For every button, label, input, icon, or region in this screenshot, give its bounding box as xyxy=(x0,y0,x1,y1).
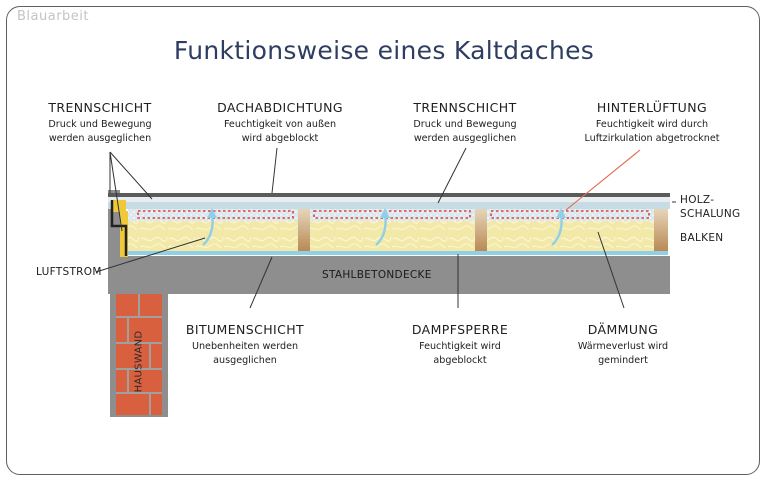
label-trennschicht-right: TRENNSCHICHT Druck und Bewegung werden a… xyxy=(380,100,550,146)
label-trennschicht-left: TRENNSCHICHT Druck und Bewegung werden a… xyxy=(15,100,185,146)
label-line: abgeblockt xyxy=(433,355,487,366)
label-line: gemindert xyxy=(598,355,648,366)
label-line: Unebenheiten werden xyxy=(191,341,299,352)
label-line: Druck und Bewegung xyxy=(413,119,517,130)
airflow-arrowheads xyxy=(207,208,566,218)
label-heading: TRENNSCHICHT xyxy=(48,100,152,115)
page-title: Funktionsweise eines Kaltdaches xyxy=(173,36,595,65)
edge-insulation xyxy=(112,200,126,212)
roof-membrane-layer xyxy=(108,193,670,197)
brand-logo: Blauarbeit xyxy=(17,9,90,24)
insulation-layer xyxy=(128,220,668,252)
label-hinterlueftung: HINTERLÜFTUNG Feuchtigkeit wird durch Lu… xyxy=(560,100,744,146)
label-line: Feuchtigkeit von außen xyxy=(223,119,337,130)
concrete-slab xyxy=(108,256,670,294)
label-daemmung: DÄMMUNG Wärmeverlust wird gemindert xyxy=(548,322,698,368)
ventilation-dashes xyxy=(137,210,650,219)
label-dampfsperre: DAMPFSPERRE Feuchtigkeit wird abgeblockt xyxy=(380,322,540,368)
vapor-barrier-layer xyxy=(128,251,668,255)
separation-layer xyxy=(108,202,670,209)
label-line: Feuchtigkeit wird xyxy=(419,341,501,352)
label-hauswand: HAUSWAND xyxy=(133,330,145,393)
bitumen-edge-line xyxy=(110,200,128,256)
label-bitumenschicht: BITUMENSCHICHT Unebenheiten werden ausge… xyxy=(160,322,330,368)
label-dachabdichtung: DACHABDICHTUNG Feuchtigkeit von außen wi… xyxy=(190,100,370,146)
label-heading: DÄMMUNG xyxy=(587,322,659,337)
edge-insulation-vertical xyxy=(120,211,128,257)
label-heading: HINTERLÜFTUNG xyxy=(596,100,708,115)
leader-lines xyxy=(95,147,676,309)
label-line: wird abgeblockt xyxy=(241,133,319,144)
wood-boarding-layer xyxy=(108,197,670,202)
hinterlueftung-leader xyxy=(565,149,641,211)
label-line: Druck und Bewegung xyxy=(48,119,152,130)
label-line: werden ausgeglichen xyxy=(413,133,517,144)
label-line: ausgeglichen xyxy=(213,355,277,366)
beams xyxy=(298,209,668,251)
label-line: Feuchtigkeit wird durch xyxy=(595,119,709,130)
label-balken: BALKEN xyxy=(680,232,724,244)
label-stahlbetondecke: STAHLBETONDECKE xyxy=(322,269,432,281)
label-line: werden ausgeglichen xyxy=(48,133,152,144)
label-heading: TRENNSCHICHT xyxy=(413,100,517,115)
beam xyxy=(475,209,487,251)
label-line: Luftzirkulation abgetrocknet xyxy=(584,133,720,144)
label-heading: DAMPFSPERRE xyxy=(411,322,509,337)
label-heading: BITUMENSCHICHT xyxy=(185,322,305,337)
beam xyxy=(298,209,310,251)
house-wall xyxy=(110,287,168,417)
label-holz-1: HOLZ- xyxy=(680,194,715,206)
label-line: Wärmeverlust wird xyxy=(577,341,669,352)
label-luftstrom: LUFTSTROM xyxy=(36,266,102,278)
beam xyxy=(654,209,668,251)
label-holz-2: SCHALUNG xyxy=(680,208,741,220)
frame-border xyxy=(6,6,760,475)
label-heading: DACHABDICHTUNG xyxy=(217,100,343,115)
